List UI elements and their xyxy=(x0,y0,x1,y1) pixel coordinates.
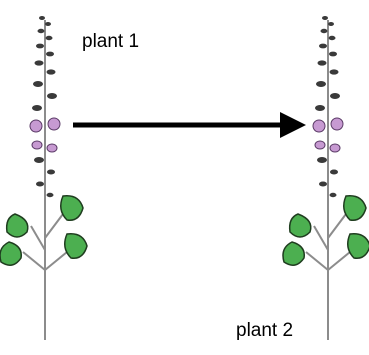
plant-2-illustration xyxy=(282,15,369,341)
plant-2-label: plant 2 xyxy=(236,320,294,341)
transfer-arrow xyxy=(73,112,306,138)
plant-1-illustration xyxy=(0,15,88,341)
plant-1-label: plant 1 xyxy=(82,31,140,52)
